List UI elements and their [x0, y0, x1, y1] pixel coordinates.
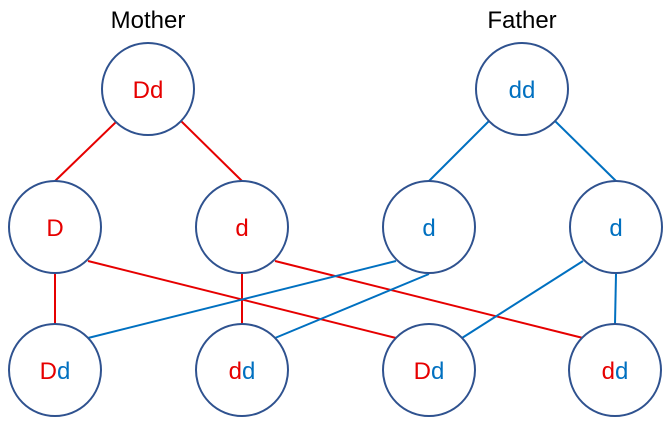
mother-gamete-1: D: [8, 180, 102, 274]
father-gamete-1: d: [382, 180, 476, 274]
mother-node: Dd: [101, 42, 195, 136]
offspring-4-genotype: dd: [602, 358, 629, 385]
offspring-1-genotype: Dd: [40, 358, 71, 385]
line-gamete-d1-to-offspring-2: [274, 273, 430, 339]
offspring-3: Dd: [382, 323, 476, 417]
line-mother-to-gamete-d: [180, 120, 243, 182]
offspring-2-genotype: dd: [229, 358, 256, 385]
offspring-2: dd: [195, 323, 289, 417]
offspring-1: Dd: [8, 323, 102, 417]
father-genotype: dd: [509, 77, 536, 104]
line-gamete-d2-to-offspring-4: [614, 273, 617, 325]
mother-gamete-2: d: [195, 180, 289, 274]
offspring-3-genotype: Dd: [414, 358, 445, 385]
father-node: dd: [475, 42, 569, 136]
mother-gamete-2-allele: d: [235, 215, 248, 242]
father-gamete-1-allele: d: [422, 215, 435, 242]
father-title: Father: [487, 7, 556, 34]
line-father-to-gamete-d2: [554, 120, 617, 182]
mother-gamete-1-allele: D: [46, 215, 63, 242]
mother-title: Mother: [111, 7, 186, 34]
line-gamete-d1-to-offspring-1: [87, 260, 397, 339]
line-gamete-d2-to-offspring-3: [461, 260, 584, 339]
offspring-4: dd: [568, 323, 662, 417]
mother-genotype: Dd: [133, 77, 164, 104]
line-gamete-d-to-offspring-4: [274, 260, 584, 339]
father-gamete-2: d: [569, 180, 663, 274]
line-father-to-gamete-d1: [428, 120, 490, 182]
father-gamete-2-allele: d: [609, 215, 622, 242]
line-mother-to-gamete-D: [54, 121, 117, 182]
